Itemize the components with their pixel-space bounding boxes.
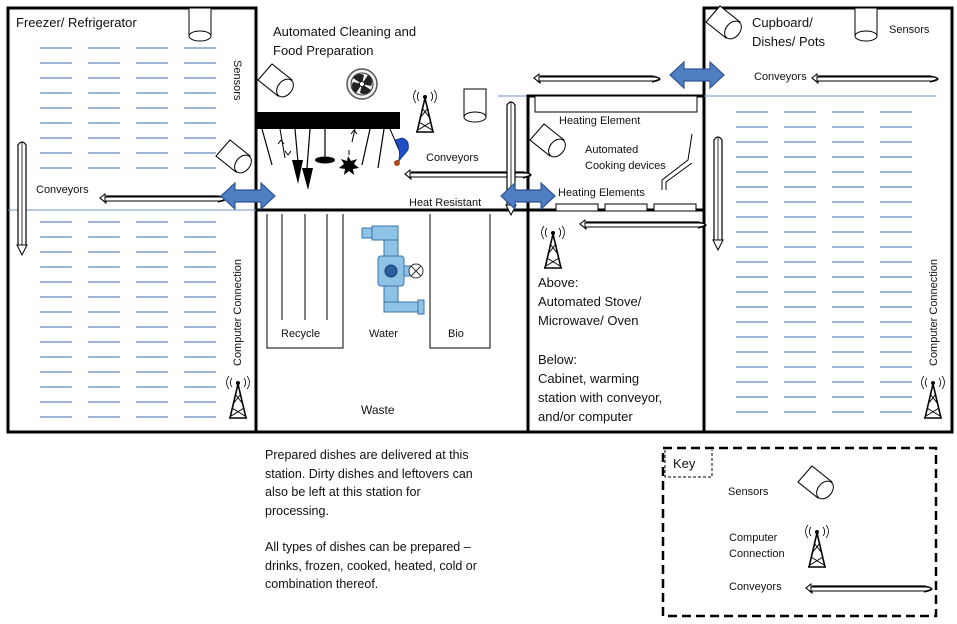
recycle-bin	[266, 214, 344, 349]
notes-paragraph-1: Prepared dishes are delivered at this st…	[265, 446, 565, 520]
conveyor-vertical-icon	[712, 136, 724, 251]
note-line: drinks, frozen, cooked, heated, cold or	[265, 558, 477, 573]
sensor-icon	[529, 123, 570, 161]
sensor-icon	[854, 7, 878, 42]
heat-resistant-label: Heat Resistant	[409, 197, 481, 209]
note-line: All types of dishes can be prepared –	[265, 540, 471, 554]
computer-connection-left-label: Computer Connection	[232, 259, 244, 366]
freezer-label: Freezer/ Refrigerator	[16, 15, 137, 30]
computer-tower-icon	[804, 524, 830, 568]
sensor-icon	[188, 7, 212, 42]
transfer-arrow-icon	[220, 182, 276, 210]
conveyors-middle-label: Conveyors	[426, 152, 479, 164]
conveyors-right-label: Conveyors	[754, 71, 807, 83]
sensors-left-label: Sensors	[231, 60, 243, 101]
key-legend: Key Sensors Computer Connection Conveyor…	[661, 446, 938, 618]
center-section	[256, 95, 528, 434]
computer-tower-icon	[412, 89, 438, 133]
note-line: also be left at this station for	[265, 485, 421, 499]
above-text-block: Above: Automated Stove/ Microwave/ Oven	[538, 275, 645, 328]
waste-label: Waste	[361, 403, 395, 417]
transfer-arrow-icon	[669, 61, 725, 89]
notes: Prepared dishes are delivered at this st…	[265, 446, 565, 612]
bio-bin	[429, 214, 491, 349]
recycle-label: Recycle	[281, 328, 320, 340]
key-conveyors-label: Conveyors	[729, 581, 782, 593]
cupboard-label-line2: Dishes/ Pots	[752, 34, 825, 49]
heating-element-strip	[534, 95, 698, 113]
cleaning-label-line2: Food Preparation	[273, 43, 373, 58]
robotic-tool-rail	[256, 112, 409, 190]
key-title: Key	[673, 456, 696, 471]
heating-elements-label: Heating Elements	[558, 187, 645, 199]
note-line: station. Dirty dishes and leftovers can	[265, 466, 473, 481]
below-line: Cabinet, warming	[538, 371, 639, 386]
heating-element-pad	[604, 203, 648, 212]
above-line: Automated Stove/	[538, 294, 642, 309]
below-text-block: Below: Cabinet, warming station with con…	[538, 352, 666, 424]
fan-icon	[346, 68, 378, 100]
sensor-icon	[797, 465, 838, 503]
sensor-icon	[463, 88, 487, 123]
above-line: Microwave/ Oven	[538, 313, 638, 328]
cupboard-section	[702, 6, 954, 434]
conveyor-icon	[811, 73, 939, 84]
conveyor-icon	[805, 583, 933, 594]
computer-tower-icon	[225, 375, 251, 419]
cleaning-label-line1: Automated Cleaning and	[273, 24, 416, 39]
cupboard-shelves	[736, 111, 912, 413]
above-line: Above:	[538, 275, 578, 290]
key-computer-label-line2: Connection	[729, 548, 785, 560]
heating-element-label: Heating Element	[559, 115, 640, 127]
cooking-device-arm	[661, 133, 693, 190]
cupboard-label-line1: Cupboard/	[752, 15, 813, 30]
automated-label-line2: Cooking devices	[585, 160, 666, 172]
key-computer-label-line1: Computer	[729, 532, 778, 544]
below-line: and/or computer	[538, 409, 633, 424]
key-sensors-label: Sensors	[728, 486, 769, 498]
bio-label: Bio	[448, 328, 464, 340]
computer-tower-icon	[920, 375, 946, 419]
sensor-icon	[215, 139, 256, 177]
computer-connection-right-label: Computer Connection	[928, 259, 940, 366]
conveyor-icon	[533, 73, 661, 84]
heating-element-pad	[555, 203, 599, 212]
freezer-section	[6, 6, 258, 434]
below-line: Below:	[538, 352, 577, 367]
water-label: Water	[369, 328, 398, 340]
computer-tower-icon	[540, 225, 566, 269]
sensors-right-label: Sensors	[889, 24, 930, 36]
sensor-icon	[705, 5, 746, 43]
conveyor-icon	[99, 193, 227, 204]
note-line: combination thereof.	[265, 577, 379, 591]
note-line: Prepared dishes are delivered at this	[265, 448, 469, 462]
heating-element-pad	[653, 203, 697, 212]
freezer-shelves	[40, 47, 216, 418]
notes-paragraph-2: All types of dishes can be prepared – dr…	[265, 538, 565, 594]
below-line: station with conveyor,	[538, 390, 662, 405]
conveyors-left-label: Conveyors	[36, 184, 89, 196]
note-line: processing.	[265, 503, 329, 518]
conveyor-vertical-icon	[16, 141, 28, 256]
water-valve-icon	[361, 225, 425, 315]
sensor-icon	[257, 63, 298, 101]
automated-label-line1: Automated	[585, 144, 638, 156]
conveyor-icon	[579, 219, 707, 230]
